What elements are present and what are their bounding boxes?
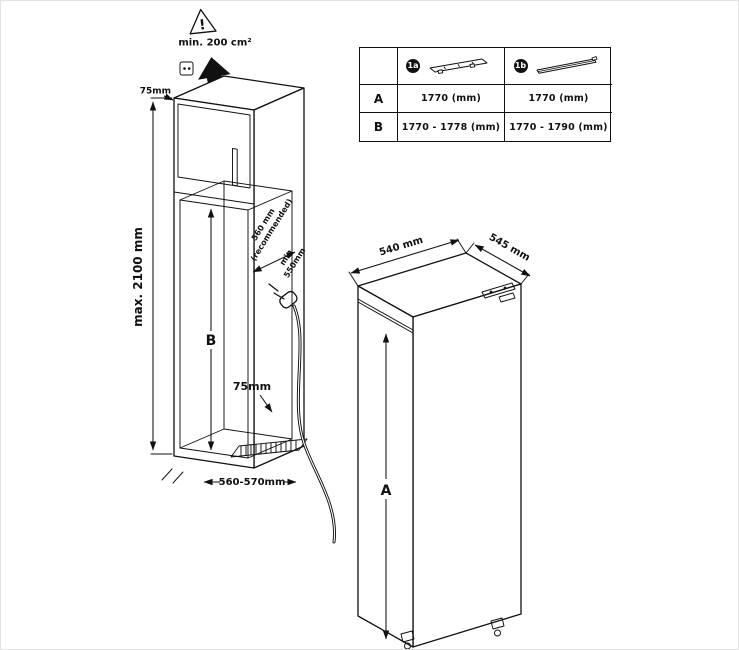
warning-triangle-icon: ! [189,8,217,35]
max-height-label: max. 2100 mm [131,227,145,327]
table-row-b-value-1b: 1770 - 1790 (mm) [509,121,608,133]
dimension-niche-width: 560-570mm [203,474,297,488]
table-corner-cell [360,48,398,85]
table-row-a-label: A [360,85,398,113]
cupboard-handle [232,148,238,187]
part-1b-badge: 1b [513,59,528,73]
table-header-part-1b: 1b [505,48,612,85]
floor-ticks [161,468,184,484]
niche-height-label: B [206,333,217,349]
appliance-depth-label: 545 mm [487,232,532,264]
appliance-drawing: 540 mm 545 mm A [348,232,532,649]
dimension-appliance-height: A [378,333,394,640]
table-row-b-label: B [360,113,398,141]
dimension-bottom-clearance: 75mm [233,380,273,413]
power-plug-icon [268,283,298,309]
spec-table: 1a 1b A 1770 (mm) 1770 (mm) B 1770 - 177… [359,47,612,142]
dimension-max-height: max. 2100 mm [131,97,173,455]
top-clearance-label: 75mm [140,87,171,97]
dimension-niche-height: B [203,208,219,451]
rail-1b-icon [536,56,598,74]
part-1a-badge: 1a [406,59,420,73]
warning-exclamation: ! [198,17,206,34]
door-top-gap [357,298,414,334]
appliance-width-label: 540 mm [378,235,424,259]
rear-foot-icon [490,617,505,637]
table-row-a-value-1b: 1770 (mm) [505,85,612,113]
rail-1a-icon [429,58,488,75]
hinge-detail-icon [481,282,516,303]
table-row-a-value-1a: 1770 (mm) [398,85,505,113]
vent-area-label: min. 200 cm² [178,38,251,49]
front-foot-icon [400,630,415,649]
bottom-clearance-label: 75mm [233,380,271,393]
vent-grille-icon [230,438,308,458]
appliance-height-label: A [381,483,392,499]
power-cable [292,304,337,544]
cupboard-door [177,103,251,189]
table-header-part-1a: 1a [398,48,505,85]
dimension-top-clearance: 75mm [140,87,174,101]
niche-width-label: 560-570mm [219,477,286,488]
table-row-b-value-1a: 1770 - 1778 (mm) [398,113,505,141]
cabinet-box [161,75,308,484]
cabinet-drawing: ! min. 200 cm² [131,8,337,544]
outlet-icon [179,61,194,76]
